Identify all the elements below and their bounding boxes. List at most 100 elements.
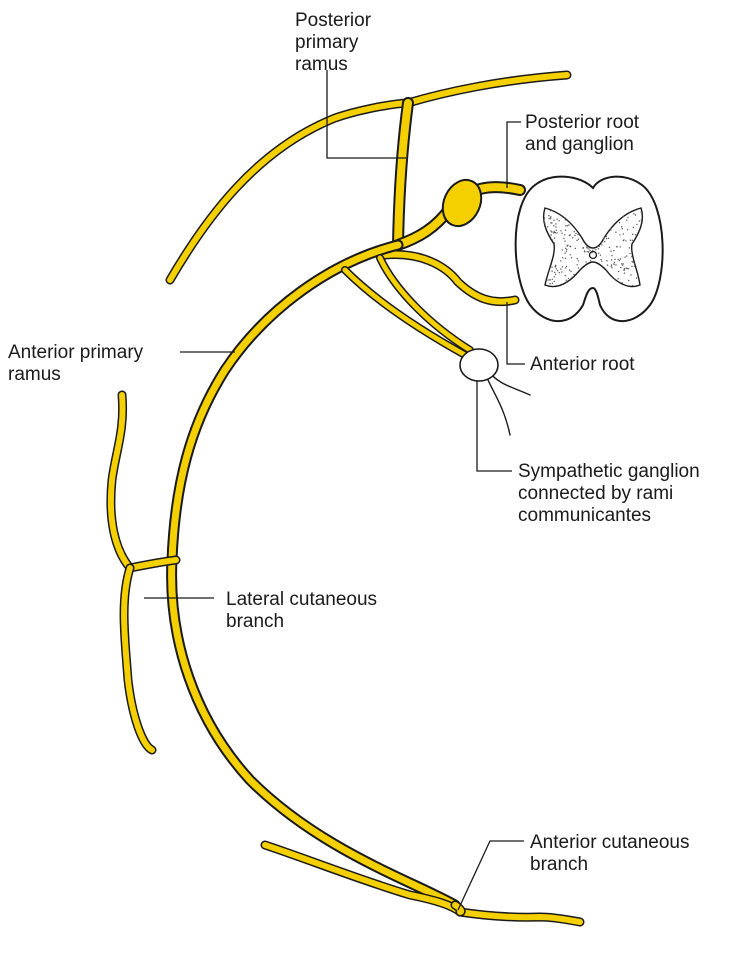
stipple-dot <box>611 264 612 265</box>
stipple-dot <box>636 224 637 225</box>
stipple-dot <box>551 222 552 223</box>
stipple-dot <box>624 270 625 271</box>
stipple-dot <box>615 232 616 233</box>
stipple-dot <box>629 247 630 248</box>
stipple-dot <box>603 238 604 239</box>
leader-posterior-root <box>507 122 521 188</box>
label-sympathetic-ganglion: Sympathetic ganglion connected by rami c… <box>518 461 705 526</box>
stipple-dot <box>606 236 607 237</box>
stipple-dot <box>578 267 579 268</box>
stipple-dot <box>552 279 553 280</box>
stipple-dot <box>628 268 629 269</box>
stipple-dot <box>577 234 578 235</box>
stipple-dot <box>564 234 565 235</box>
stipple-dot <box>560 268 561 269</box>
stipple-dot <box>611 255 612 256</box>
stipple-dot <box>555 223 556 224</box>
stipple-dot <box>636 277 637 278</box>
stipple-dot <box>547 226 548 227</box>
stipple-dot <box>626 220 627 221</box>
stipple-dot <box>555 274 556 275</box>
stipple-dot <box>556 219 557 220</box>
stipple-dot <box>623 233 624 234</box>
stipple-dot <box>554 272 555 273</box>
stipple-dot <box>568 278 569 279</box>
stipple-dot <box>578 260 579 261</box>
stipple-dot <box>613 263 614 264</box>
anterior-ramus-arc <box>172 245 455 905</box>
label-anterior-cutaneous-branch: Anterior cutaneous branch <box>530 832 695 875</box>
stipple-dot <box>573 274 574 275</box>
stipple-dot <box>566 280 567 281</box>
stipple-dot <box>553 225 554 226</box>
stipple-dot <box>635 234 636 235</box>
stipple-dot <box>587 251 588 252</box>
stipple-dot <box>547 279 548 280</box>
stipple-dot <box>565 219 566 220</box>
stipple-dot <box>563 238 564 239</box>
stipple-dot <box>562 266 563 267</box>
stipple-dot <box>588 248 589 249</box>
stipple-dot <box>566 251 567 252</box>
stipple-dot <box>564 241 565 242</box>
stipple-dot <box>614 278 615 279</box>
stipple-dot <box>562 257 563 258</box>
stipple-dot <box>592 250 593 251</box>
stipple-dot <box>627 268 628 269</box>
stipple-dot <box>625 240 626 241</box>
stipple-dot <box>609 247 610 248</box>
stipple-dot <box>565 258 566 259</box>
stipple-dot <box>619 234 620 235</box>
stipple-dot <box>621 226 622 227</box>
stipple-dot <box>544 222 545 223</box>
stipple-dot <box>574 231 575 232</box>
stipple-dot <box>570 271 571 272</box>
stipple-dot <box>551 271 552 272</box>
stipple-dot <box>564 252 565 253</box>
stipple-dot <box>570 234 571 235</box>
stipple-dot <box>626 255 627 256</box>
stipple-dot <box>627 229 628 230</box>
nerve-paths <box>111 75 580 922</box>
stipple-dot <box>628 280 629 281</box>
stipple-dot <box>611 267 612 268</box>
stipple-dot <box>565 248 566 249</box>
stipple-dot <box>641 219 642 220</box>
stipple-dot <box>622 282 623 283</box>
stipple-dot <box>613 250 614 251</box>
stipple-dot <box>574 235 575 236</box>
stipple-dot <box>606 260 607 261</box>
sympathetic-ganglion-body <box>460 349 498 381</box>
stipple-dot <box>570 254 571 255</box>
stipple-dot <box>610 229 611 230</box>
label-posterior-primary-ramus: Posterior primary ramus <box>295 10 376 75</box>
stipple-dot <box>622 265 623 266</box>
stipple-dot <box>572 237 573 238</box>
stipple-dot <box>611 266 612 267</box>
sympathetic-trunk-fibre <box>490 373 530 395</box>
stipple-dot <box>567 225 568 226</box>
stipple-dot <box>632 234 633 235</box>
stipple-dot <box>544 217 545 218</box>
stipple-dot <box>641 211 642 212</box>
stipple-dot <box>553 232 554 233</box>
stipple-dot <box>618 271 619 272</box>
stipple-dot <box>585 264 586 265</box>
stipple-dot <box>561 233 562 234</box>
stipple-dot <box>631 266 632 267</box>
stipple-dot <box>610 228 611 229</box>
stipple-dot <box>571 257 572 258</box>
stipple-dot <box>621 263 622 264</box>
stipple-dot <box>588 251 589 252</box>
stipple-dot <box>615 264 616 265</box>
stipple-dot <box>600 255 601 256</box>
stipple-dot <box>558 220 559 221</box>
stipple-dot <box>548 215 549 216</box>
label-anterior-root: Anterior root <box>530 354 635 375</box>
stipple-dot <box>583 247 584 248</box>
stipple-dot <box>617 278 618 279</box>
leader-anterior-root <box>507 302 525 364</box>
stipple-dot <box>555 226 556 227</box>
stipple-dot <box>565 267 566 268</box>
